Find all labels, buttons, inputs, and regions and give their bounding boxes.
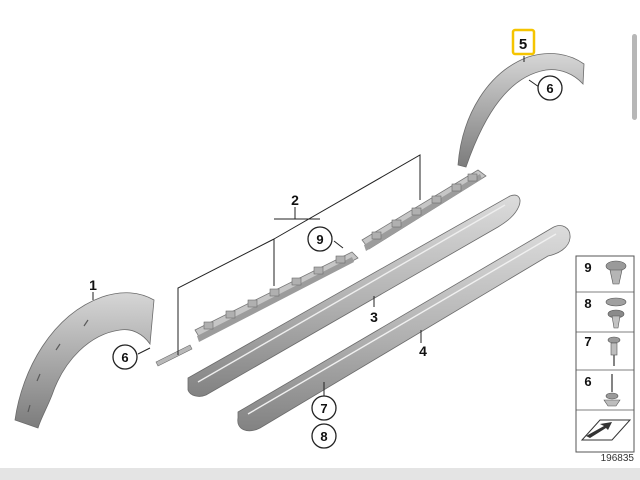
svg-text:9: 9 (584, 260, 591, 275)
bottom-bar (0, 468, 640, 480)
label-part-2: 2 (291, 192, 299, 208)
label-part-4: 4 (419, 343, 427, 359)
scrollbar-thumb[interactable] (632, 34, 637, 120)
svg-text:6: 6 (121, 350, 128, 365)
side-sill-trim-outer (237, 225, 571, 432)
push-rivet-icon (605, 260, 627, 285)
svg-text:9: 9 (316, 232, 323, 247)
label-part-3: 3 (370, 309, 378, 325)
trim-orientation-icon (580, 419, 632, 441)
legend-row-6: 6 (584, 374, 621, 407)
callout-8[interactable]: 8 (311, 423, 337, 449)
legend-row-9: 9 (584, 260, 627, 285)
svg-text:8: 8 (320, 429, 327, 444)
svg-text:7: 7 (584, 334, 591, 349)
svg-text:6: 6 (546, 81, 553, 96)
small-clip-piece (155, 344, 193, 367)
side-sill-trim-inner (187, 194, 521, 397)
fastener-legend: 9 8 7 6 (575, 255, 635, 453)
svg-text:7: 7 (320, 401, 327, 416)
callout-6-left[interactable]: 6 (112, 344, 138, 370)
mounting-bracket-strip-right (361, 169, 487, 251)
label-part-5: 5 (519, 36, 527, 53)
screw-icon (607, 336, 621, 366)
legend-row-7: 7 (584, 334, 621, 366)
callout-9[interactable]: 9 (307, 226, 333, 252)
highlight-box (511, 28, 536, 56)
callout-6-top[interactable]: 6 (537, 75, 563, 101)
svg-text:8: 8 (584, 296, 591, 311)
clip-icon (605, 297, 627, 329)
wheel-arch-trim-front (14, 292, 155, 429)
bolt-icon (603, 374, 621, 407)
doc-id-label: 196835 (601, 453, 635, 464)
label-part-1: 1 (89, 277, 97, 293)
callout-7[interactable]: 7 (311, 395, 337, 421)
svg-text:6: 6 (584, 374, 591, 389)
leader-lines (92, 56, 540, 397)
mounting-bracket-strip-left (194, 251, 359, 342)
legend-row-8: 8 (584, 296, 627, 329)
wheel-arch-trim-rear (457, 53, 585, 168)
